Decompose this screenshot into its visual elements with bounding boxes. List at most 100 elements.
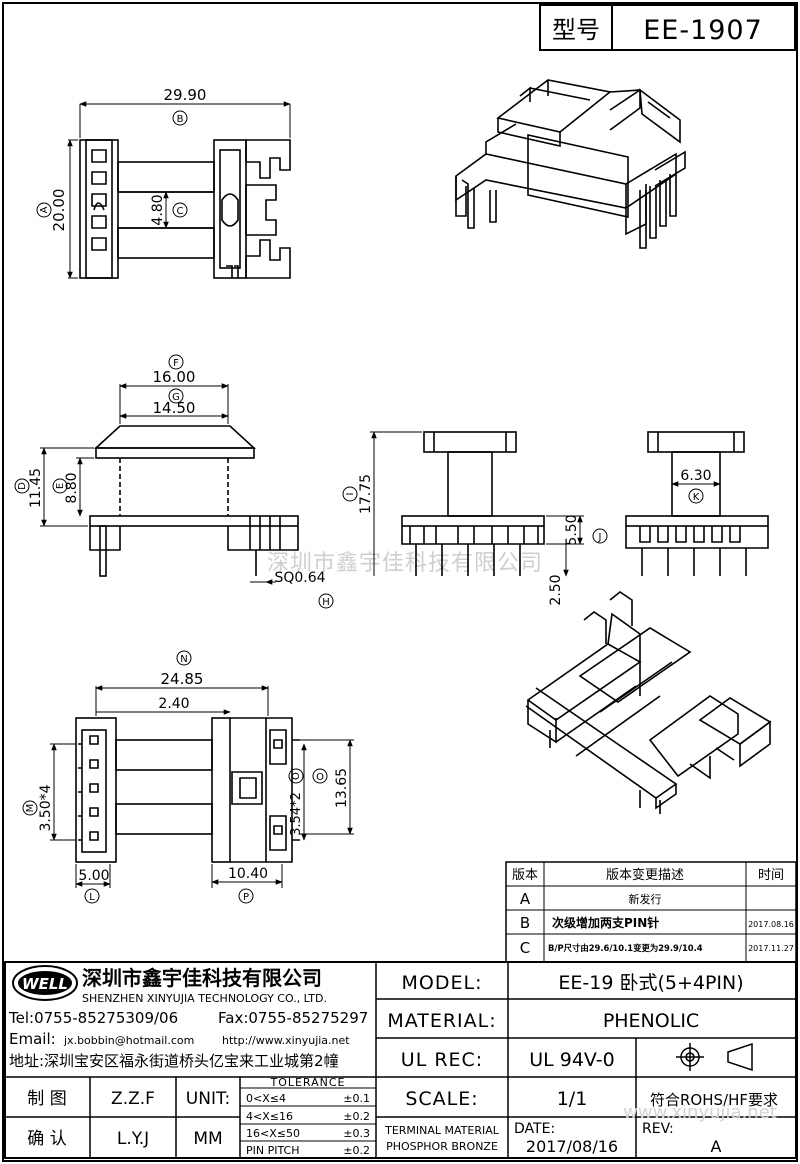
tolerance-range-3: 16<X≤50 bbox=[246, 1127, 300, 1140]
tolerance-value-2: ±0.2 bbox=[343, 1110, 370, 1123]
dim-N-letter: N bbox=[180, 654, 187, 665]
tolerance-range-1: 0<X≤4 bbox=[246, 1092, 286, 1105]
dim-G: 14.50 G bbox=[119, 388, 229, 419]
dim-E-letter: E bbox=[55, 483, 66, 489]
dim-A-letter: A bbox=[39, 206, 50, 213]
end-view bbox=[625, 431, 769, 576]
type-label: 型号 bbox=[552, 16, 600, 44]
logo-text: WELL bbox=[22, 975, 68, 993]
dim-O-value: 13.65 bbox=[334, 768, 350, 808]
dim-J-value: 5.50 bbox=[564, 514, 580, 545]
dim-G-letter: G bbox=[172, 392, 180, 403]
dim-B-value: 29.90 bbox=[164, 86, 207, 104]
tolerance-value-4: ±0.2 bbox=[343, 1144, 370, 1157]
header-box: 型号 EE-1907 bbox=[539, 4, 796, 51]
rohs-note: 符合ROHS/HF要求 bbox=[650, 1091, 778, 1109]
company-email: jx.bobbin@hotmail.com bbox=[63, 1034, 194, 1047]
rev-row-C-rev: C bbox=[520, 939, 530, 957]
scale-label: SCALE: bbox=[405, 1088, 478, 1110]
rev-row-B-desc: 次级增加两支PIN针 bbox=[552, 915, 659, 930]
dim-I-letter: I bbox=[345, 493, 356, 496]
dim-L-letter: L bbox=[89, 892, 95, 903]
dim-A: 20.00 A bbox=[36, 139, 78, 279]
dim-O2-letter: O bbox=[291, 772, 302, 780]
dim-G-value: 14.50 bbox=[153, 399, 196, 417]
dim-M-value: 3.50*4 bbox=[38, 784, 54, 831]
unit-value: MM bbox=[193, 1129, 222, 1149]
company-name-cn: 深圳市鑫宇佳科技有限公司 bbox=[82, 966, 322, 990]
check-value: L.Y.J bbox=[117, 1129, 149, 1149]
ulrec-label: UL REC: bbox=[401, 1049, 483, 1071]
dim-P: 10.40 P bbox=[211, 864, 283, 904]
company-name-en: SHENZHEN XINYUJIA TECHNOLOGY CO., LTD. bbox=[82, 992, 327, 1005]
rev-row-A-desc: 新发行 bbox=[629, 892, 662, 906]
company-logo: WELL bbox=[12, 965, 78, 1001]
company-email-label: Email: bbox=[9, 1030, 56, 1048]
tolerance-table: TOLERANCE 0<X≤4 ±0.1 4<X≤16 ±0.2 16<X≤50… bbox=[246, 1076, 370, 1157]
dim-K-letter: K bbox=[693, 492, 700, 503]
check-label: 确 认 bbox=[27, 1129, 66, 1149]
watermark-cn: 深圳市鑫宇佳科技有限公司 bbox=[267, 551, 543, 576]
rev-row-B-time: 2017.08.16 bbox=[748, 920, 794, 929]
dim-N2: 2.40 bbox=[96, 696, 231, 715]
dim-N2-value: 2.40 bbox=[158, 696, 189, 712]
draw-label: 制 图 bbox=[27, 1089, 66, 1109]
dim-H-value: SQ0.64 bbox=[274, 570, 325, 586]
dim-B: 29.90 B bbox=[79, 86, 291, 138]
dim-J2-value: 2.50 bbox=[548, 574, 564, 605]
dim-O-letter: O bbox=[316, 772, 324, 783]
dim-I: 17.75 I bbox=[342, 431, 422, 576]
material-label: MATERIAL: bbox=[387, 1010, 496, 1032]
model-value: EE-19 卧式(5+4PIN) bbox=[558, 972, 743, 994]
dim-N: 24.85 N bbox=[95, 650, 269, 716]
date-label: DATE: bbox=[514, 1121, 555, 1137]
dim-D-value: 11.45 bbox=[28, 468, 44, 508]
rev-label: REV: bbox=[642, 1121, 674, 1137]
dim-L: 5.00 L bbox=[75, 864, 111, 904]
dim-C-value: 4.80 bbox=[150, 194, 166, 225]
rev-value: A bbox=[711, 1137, 722, 1156]
tolerance-value-3: ±0.3 bbox=[343, 1127, 370, 1140]
revision-table: 版本 版本变更描述 时间 A 新发行 B 次级增加两支PIN针 2017.08.… bbox=[505, 861, 797, 963]
dim-F-value: 16.00 bbox=[153, 368, 196, 386]
dim-B-letter: B bbox=[177, 114, 184, 125]
rev-header-time: 时间 bbox=[758, 868, 784, 883]
isometric-view-top bbox=[455, 79, 686, 249]
tolerance-range-4: PIN PITCH bbox=[246, 1144, 300, 1157]
tolerance-title: TOLERANCE bbox=[269, 1076, 345, 1089]
dim-O2-value: 3.54*2 bbox=[289, 792, 304, 836]
dim-D-letter: D bbox=[17, 482, 28, 490]
scale-value: 1/1 bbox=[557, 1088, 588, 1110]
front-view bbox=[89, 425, 299, 577]
dim-O: 13.65 O 3.54*2 O bbox=[288, 739, 354, 841]
model-code: EE-1907 bbox=[643, 15, 763, 46]
dim-E-value: 8.80 bbox=[64, 472, 80, 503]
dim-N-value: 24.85 bbox=[161, 670, 204, 688]
terminal-label-2: PHOSPHOR BRONZE bbox=[386, 1140, 498, 1153]
company-web: http://www.xinyujia.net bbox=[222, 1034, 350, 1047]
projection-symbol-icon bbox=[676, 1042, 753, 1072]
dim-P-letter: P bbox=[243, 892, 249, 903]
tolerance-value-1: ±0.1 bbox=[343, 1092, 370, 1105]
dim-J: 5.50 J 2.50 bbox=[546, 514, 608, 606]
dim-C-letter: C bbox=[177, 206, 184, 217]
title-block bbox=[4, 961, 797, 1159]
date-value: 2017/08/16 bbox=[526, 1137, 618, 1156]
tolerance-range-2: 4<X≤16 bbox=[246, 1110, 293, 1123]
side-view bbox=[401, 431, 545, 576]
dim-L-value: 5.00 bbox=[78, 868, 109, 884]
dim-A-value: 20.00 bbox=[50, 189, 68, 232]
watermark-url: www.xinyujia.net bbox=[623, 1102, 777, 1123]
material-value: PHENOLIC bbox=[603, 1010, 699, 1032]
dim-P-value: 10.40 bbox=[228, 866, 268, 882]
rev-row-C-desc: B/P尺寸由29.6/10.1变更为29.9/10.4 bbox=[548, 943, 703, 953]
dim-F-letter: F bbox=[173, 358, 179, 369]
dim-E: 8.80 E bbox=[52, 457, 94, 517]
unit-label: UNIT: bbox=[186, 1089, 230, 1109]
dim-K: 6.30 K bbox=[671, 468, 721, 504]
dim-K-value: 6.30 bbox=[680, 468, 711, 484]
bottom-view bbox=[75, 717, 300, 863]
company-address: 地址:深圳宝安区福永街道桥头亿宝来工业城第2幢 bbox=[9, 1052, 339, 1070]
rev-header-rev: 版本 bbox=[512, 868, 538, 883]
